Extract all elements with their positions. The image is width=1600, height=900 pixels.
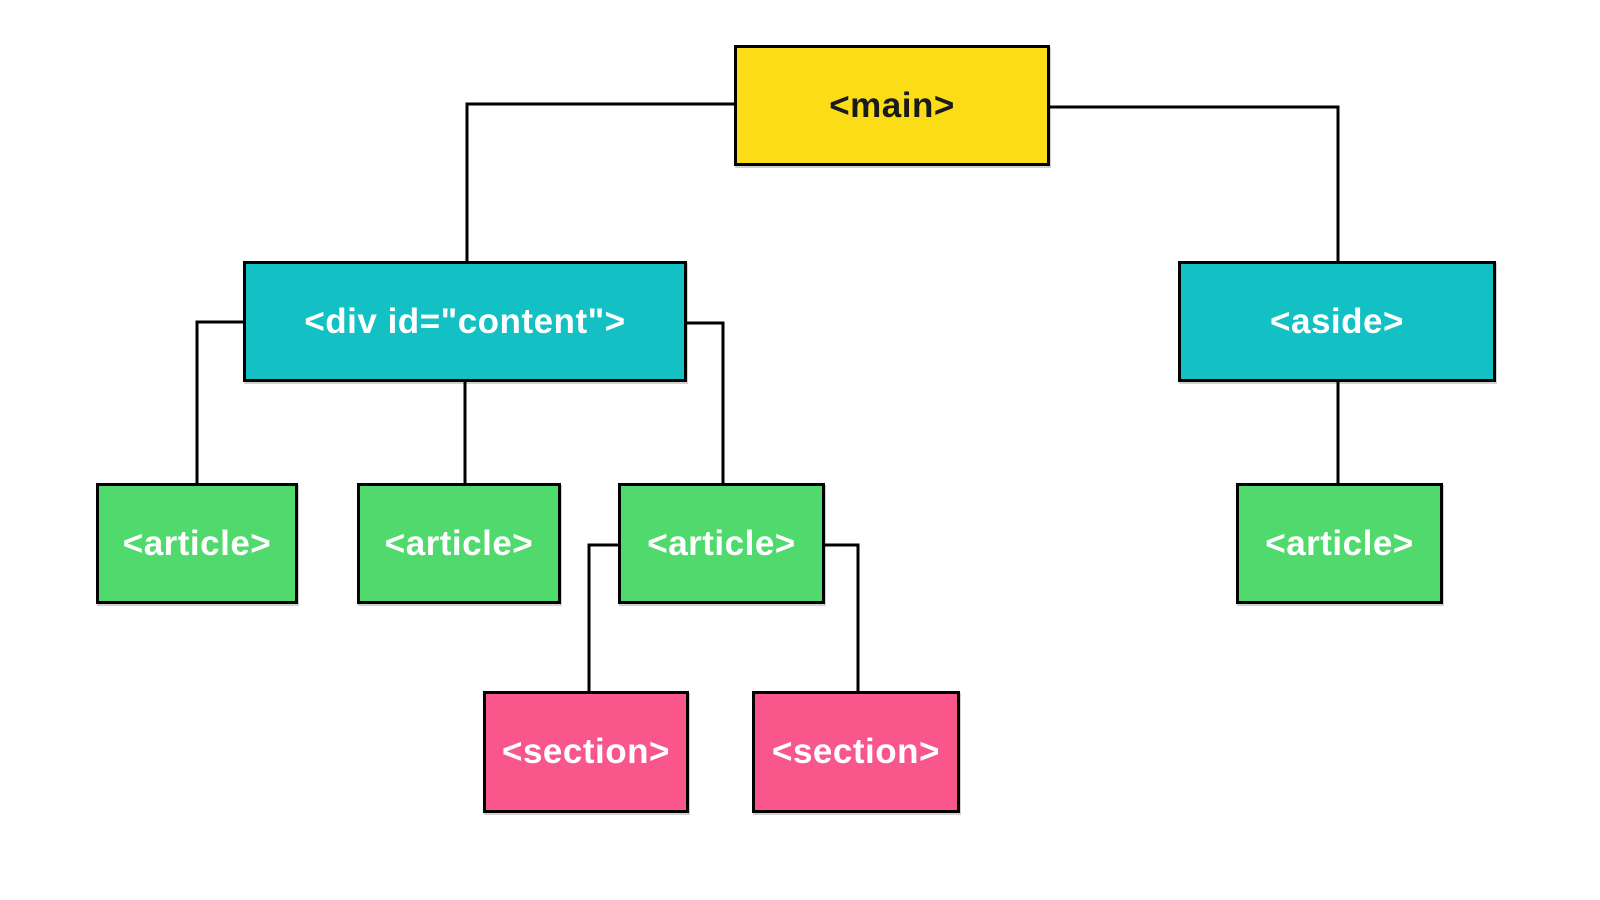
connector-main-to-div-content <box>465 102 734 262</box>
connector-div-to-article-3 <box>686 321 725 484</box>
node-article-3: <article> <box>618 483 825 604</box>
node-label: <div id="content"> <box>304 301 626 341</box>
node-main: <main> <box>734 45 1050 166</box>
node-label: <section> <box>502 732 670 771</box>
node-article-2: <article> <box>357 483 561 604</box>
node-label: <article> <box>122 523 272 563</box>
node-label: <main> <box>829 85 955 125</box>
connector-article-3-to-section-1 <box>587 543 619 692</box>
node-aside-article: <article> <box>1236 483 1443 604</box>
node-section-1: <section> <box>483 691 689 813</box>
node-article-1: <article> <box>96 483 298 604</box>
node-section-2: <section> <box>752 691 960 813</box>
node-label: <article> <box>1265 523 1414 563</box>
node-div-content: <div id="content"> <box>243 261 687 382</box>
connector-main-to-aside <box>1050 105 1340 262</box>
connector-article-3-to-section-2 <box>824 543 860 692</box>
node-label: <section> <box>772 732 940 771</box>
node-label: <aside> <box>1270 301 1404 341</box>
node-label: <article> <box>384 523 534 563</box>
connector-div-to-article-1 <box>195 320 244 484</box>
node-label: <article> <box>647 523 796 563</box>
node-aside: <aside> <box>1178 261 1496 382</box>
